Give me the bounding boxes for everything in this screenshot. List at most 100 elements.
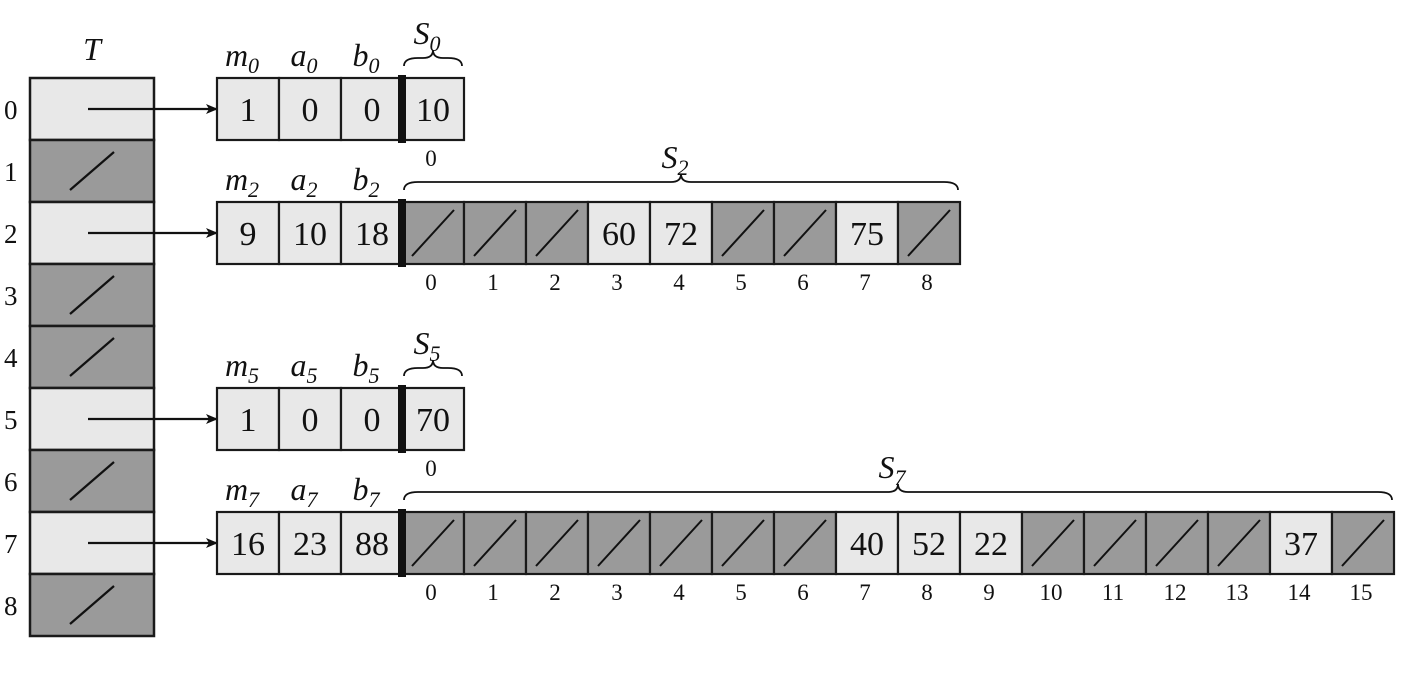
secondary-table-label: S2 (662, 139, 689, 180)
nil-slash (1031, 519, 1075, 567)
table-row-index: 5 (4, 405, 18, 435)
separator-bar (398, 509, 406, 577)
nil-slash (1155, 519, 1199, 567)
separator-bar (398, 75, 406, 143)
slot-index: 0 (425, 580, 437, 605)
secondary-slot (524, 200, 590, 266)
slot-index: 2 (549, 580, 561, 605)
slot-value: 40 (850, 526, 884, 563)
separator-bar (398, 199, 406, 267)
header-cell (339, 386, 405, 452)
header-value: 9 (240, 216, 257, 253)
table-row-index: 4 (4, 343, 18, 373)
slot-index: 13 (1226, 580, 1249, 605)
slot-index: 8 (921, 270, 933, 295)
header-value: 0 (302, 402, 319, 439)
slot-index: 15 (1350, 580, 1373, 605)
header-cell (339, 510, 405, 576)
header-cell (277, 76, 343, 142)
slot-index: 14 (1288, 580, 1312, 605)
table-row-index: 0 (4, 95, 18, 125)
slot-index: 9 (983, 580, 995, 605)
slot-index: 8 (921, 580, 933, 605)
nil-slash (411, 519, 455, 567)
header-label: a0 (291, 37, 318, 78)
table-row-index: 8 (4, 591, 18, 621)
header-cell (215, 200, 281, 266)
slot-value: 60 (602, 216, 636, 253)
slot-index: 0 (425, 146, 437, 171)
header-cell (277, 510, 343, 576)
header-label: m0 (225, 37, 259, 78)
slot-brace (403, 173, 959, 191)
nil-slash (783, 209, 827, 257)
secondary-slot (586, 200, 652, 266)
slot-index: 12 (1164, 580, 1187, 605)
nil-slash (1341, 519, 1385, 567)
slot-index: 4 (673, 580, 685, 605)
nil-slash (411, 209, 455, 257)
header-value: 1 (240, 92, 257, 129)
slot-index: 7 (859, 580, 871, 605)
nil-slash (473, 209, 517, 257)
header-label: b7 (353, 471, 381, 512)
header-label: b0 (353, 37, 380, 78)
slot-index: 5 (735, 270, 747, 295)
nil-slash (721, 519, 765, 567)
slot-value: 22 (974, 526, 1008, 563)
nil-slash (535, 519, 579, 567)
slot-index: 6 (797, 580, 809, 605)
secondary-slot (710, 510, 776, 576)
nil-slash (69, 585, 115, 625)
slot-index: 3 (611, 580, 623, 605)
header-value: 0 (364, 402, 381, 439)
header-label: a7 (291, 471, 319, 512)
slot-index: 3 (611, 270, 623, 295)
nil-slash (907, 209, 951, 257)
secondary-table-label: S0 (414, 15, 441, 56)
secondary-slot (896, 510, 962, 576)
slot-brace (403, 359, 463, 377)
nil-slash (597, 519, 641, 567)
secondary-table-label: S7 (879, 449, 907, 490)
slot-index: 11 (1102, 580, 1124, 605)
nil-slash (535, 209, 579, 257)
slot-value: 37 (1284, 526, 1318, 563)
slot-value: 70 (416, 402, 450, 439)
table-row-index: 7 (4, 529, 18, 559)
slot-index: 4 (673, 270, 685, 295)
header-cell (339, 200, 405, 266)
slot-index: 1 (487, 580, 499, 605)
header-value: 88 (355, 526, 389, 563)
nil-slash (659, 519, 703, 567)
table-row-index: 2 (4, 219, 18, 249)
nil-slash (69, 337, 115, 377)
secondary-slot (1268, 510, 1334, 576)
slot-index: 10 (1040, 580, 1063, 605)
header-value: 16 (231, 526, 265, 563)
header-cell (277, 200, 343, 266)
slot-brace (403, 49, 463, 67)
slot-index: 1 (487, 270, 499, 295)
header-cell (215, 76, 281, 142)
header-label: b2 (353, 161, 380, 202)
header-value: 0 (302, 92, 319, 129)
nil-slash (1093, 519, 1137, 567)
header-cell (277, 386, 343, 452)
header-label: m2 (225, 161, 259, 202)
nil-slash (69, 275, 115, 315)
header-value: 1 (240, 402, 257, 439)
nil-slash (473, 519, 517, 567)
header-label: b5 (353, 347, 380, 388)
slot-value: 75 (850, 216, 884, 253)
secondary-slot (834, 200, 900, 266)
nil-slash (721, 209, 765, 257)
slot-index: 2 (549, 270, 561, 295)
secondary-table-label: S5 (414, 325, 441, 366)
slot-index: 6 (797, 270, 809, 295)
nil-slash (783, 519, 827, 567)
nil-slash (69, 461, 115, 501)
slot-index: 0 (425, 456, 437, 481)
